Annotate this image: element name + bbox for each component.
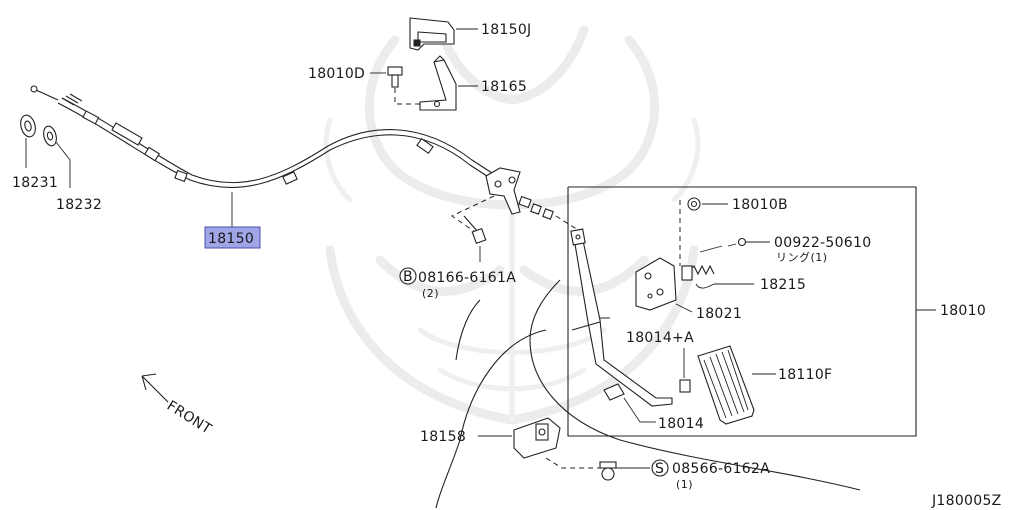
- pedal-arm-18014: 18014: [570, 228, 704, 432]
- part-08166-6161A: B 08166-6161A (2): [399, 215, 516, 300]
- part-18021: 18021: [635, 257, 742, 322]
- diagram-id: J180005Z: [931, 493, 1002, 509]
- label-18165: 18165: [481, 79, 527, 95]
- label-08166-6161A: 08166-6161A: [418, 270, 516, 286]
- part-18165: 18165: [419, 55, 527, 111]
- part-00922-50610: 00922-50610 リング(1): [699, 235, 871, 264]
- part-18158: 18158: [420, 417, 600, 469]
- assembly-18010: 18010: [567, 186, 986, 437]
- circle-S: S: [655, 461, 664, 477]
- label-18232: 18232: [56, 197, 102, 213]
- sub-00922: リング(1): [776, 250, 828, 264]
- label-18014A: 18014+A: [626, 330, 694, 346]
- part-08566-6162A: S 08566-6162A (1): [599, 459, 770, 491]
- cable-end-bracket: [451, 167, 579, 235]
- label-08566-6162A: 08566-6162A: [672, 461, 770, 477]
- accelerator-cable: [30, 85, 493, 189]
- label-18150J: 18150J: [481, 22, 531, 38]
- part-18014A: 18014+A: [626, 330, 694, 393]
- part-18010B: 18010B: [679, 197, 788, 266]
- highlight-18150: [204, 226, 261, 249]
- label-18158: 18158: [420, 429, 466, 445]
- part-18232: 18232: [43, 125, 102, 213]
- front-arrow: FRONT: [141, 373, 214, 438]
- part-18215: 18215: [681, 264, 806, 293]
- footwell-outline: [435, 279, 861, 509]
- qty-08566: (1): [676, 478, 693, 491]
- label-18150: 18150: [208, 231, 254, 247]
- label-18110F: 18110F: [778, 367, 832, 383]
- label-00922-50610: 00922-50610: [774, 235, 871, 251]
- front-label: FRONT: [164, 398, 214, 438]
- qty-08166: (2): [422, 287, 439, 300]
- label-18215: 18215: [760, 277, 806, 293]
- label-18010D: 18010D: [308, 66, 365, 82]
- part-18110F: 18110F: [697, 345, 832, 425]
- label-18010: 18010: [940, 303, 986, 319]
- part-18231: 18231: [12, 114, 58, 191]
- label-18010B: 18010B: [732, 197, 788, 213]
- part-18010D: 18010D: [308, 66, 430, 105]
- label-18021: 18021: [696, 306, 742, 322]
- label-18231: 18231: [12, 175, 58, 191]
- label-18014: 18014: [658, 416, 704, 432]
- circle-B: B: [403, 269, 413, 285]
- part-18150J: 18150J: [409, 17, 531, 51]
- part-18150[interactable]: 18150: [204, 192, 261, 249]
